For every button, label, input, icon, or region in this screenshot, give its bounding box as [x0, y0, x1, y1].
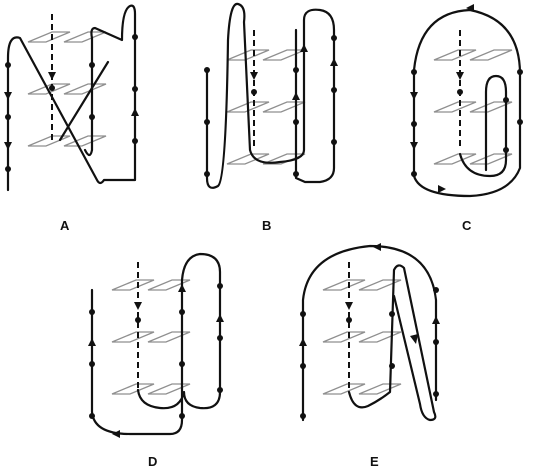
- panel-a-arrow-4: [131, 108, 139, 116]
- panel-d-node-6: [179, 361, 185, 367]
- panel-b-arrow-2: [292, 92, 300, 100]
- panel-a-node-1: [5, 62, 11, 68]
- panel-c-node-3: [411, 171, 417, 177]
- panel-a-node-3: [5, 166, 11, 172]
- panel-e-node-8: [433, 339, 439, 345]
- panel-e-outer-loop: [301, 244, 438, 422]
- panel-e-node-7: [433, 287, 439, 293]
- panel-d-node-2: [89, 361, 95, 367]
- panel-c-node-7: [517, 69, 523, 75]
- panel-d-arrow-3: [178, 284, 186, 292]
- panel-a-label: A: [60, 218, 70, 233]
- panel-d-node-4: [135, 317, 141, 323]
- panel-d-node-3: [89, 413, 95, 419]
- panel-c-arrow-5: [438, 185, 446, 193]
- panel-b-arrow-1: [250, 72, 258, 80]
- panel-e-inner-strand: [347, 264, 437, 422]
- panel-d-node-1: [89, 309, 95, 315]
- panel-a-node-5: [89, 62, 95, 68]
- panel-e-arrow-5: [432, 316, 440, 324]
- panel-d-strand: [90, 252, 222, 436]
- panel-b-arrow-3: [300, 44, 308, 52]
- panel-e-arrow-4: [410, 334, 418, 344]
- panel-c-node-2: [411, 121, 417, 127]
- panel-d-label: D: [148, 454, 157, 469]
- panel-d-plates: [111, 279, 191, 395]
- panel-c-inner-loop: [458, 74, 508, 178]
- panel-e-node-3: [300, 413, 306, 419]
- panel-e-arrow-2: [345, 302, 353, 310]
- panel-e-label: E: [370, 454, 379, 469]
- panel-c-node-1: [411, 69, 417, 75]
- panel-d-arrow-4: [216, 314, 224, 322]
- panel-b-node-8: [331, 35, 337, 41]
- panel-a-crossing-strand: [58, 60, 110, 142]
- panel-d-node-9: [217, 335, 223, 341]
- panel-d-node-8: [217, 283, 223, 289]
- panel-c-node-8: [517, 119, 523, 125]
- panel-a-arrow-1: [4, 92, 12, 100]
- panel-a-arrow-2: [4, 142, 12, 150]
- panel-b-label: B: [262, 218, 271, 233]
- panel-a-node-2: [5, 114, 11, 120]
- panel-b-node-3: [204, 171, 210, 177]
- panel-e-node-4: [346, 317, 352, 323]
- panel-a-node-9: [132, 138, 138, 144]
- panel-d-arrow-2: [134, 302, 142, 310]
- panel-b-node-6: [293, 119, 299, 125]
- panel-a-node-6: [89, 114, 95, 120]
- panel-b-plates: [226, 49, 306, 165]
- panel-e-plates: [322, 279, 402, 395]
- panel-a: A: [4, 4, 139, 233]
- panel-c-node-4: [457, 89, 463, 95]
- panel-b-strand: [205, 2, 336, 189]
- panel-c-plates: [433, 49, 513, 165]
- panel-e: E: [299, 243, 440, 469]
- panel-e-arrow-3: [373, 243, 381, 251]
- panel-d: D: [88, 252, 224, 469]
- panel-e-node-5: [389, 311, 395, 317]
- panel-e-node-2: [300, 363, 306, 369]
- panel-e-node-9: [433, 391, 439, 397]
- panel-e-arrow-1: [299, 338, 307, 346]
- panel-a-node-4: [49, 85, 55, 91]
- panel-c-arrow-2: [410, 142, 418, 150]
- panel-d-arrow-5: [112, 430, 120, 438]
- panel-c: C: [410, 4, 523, 233]
- panel-c-node-6: [503, 147, 509, 153]
- panel-c-label: C: [462, 218, 472, 233]
- panel-c-arrow-1: [410, 92, 418, 100]
- panel-d-node-10: [217, 387, 223, 393]
- panel-a-node-7: [132, 34, 138, 40]
- panel-b: B: [204, 2, 338, 233]
- panel-b-node-7: [293, 171, 299, 177]
- panel-b-node-5: [293, 67, 299, 73]
- panel-b-node-10: [331, 139, 337, 145]
- panel-b-arrow-4: [330, 58, 338, 66]
- panel-a-node-8: [132, 86, 138, 92]
- panel-b-node-9: [331, 87, 337, 93]
- panel-c-arrow-3: [456, 72, 464, 80]
- panel-a-left-column: [6, 4, 137, 192]
- panel-d-node-7: [179, 413, 185, 419]
- panel-d-arrow-1: [88, 338, 96, 346]
- panel-e-node-6: [389, 363, 395, 369]
- panel-d-node-5: [179, 309, 185, 315]
- panel-b-node-1: [204, 67, 210, 73]
- panel-c-arrow-4: [466, 4, 474, 12]
- panel-e-node-1: [300, 311, 306, 317]
- panel-c-node-5: [503, 97, 509, 103]
- panel-a-arrow-3: [48, 72, 56, 80]
- panel-b-node-4: [251, 89, 257, 95]
- panel-b-node-2: [204, 119, 210, 125]
